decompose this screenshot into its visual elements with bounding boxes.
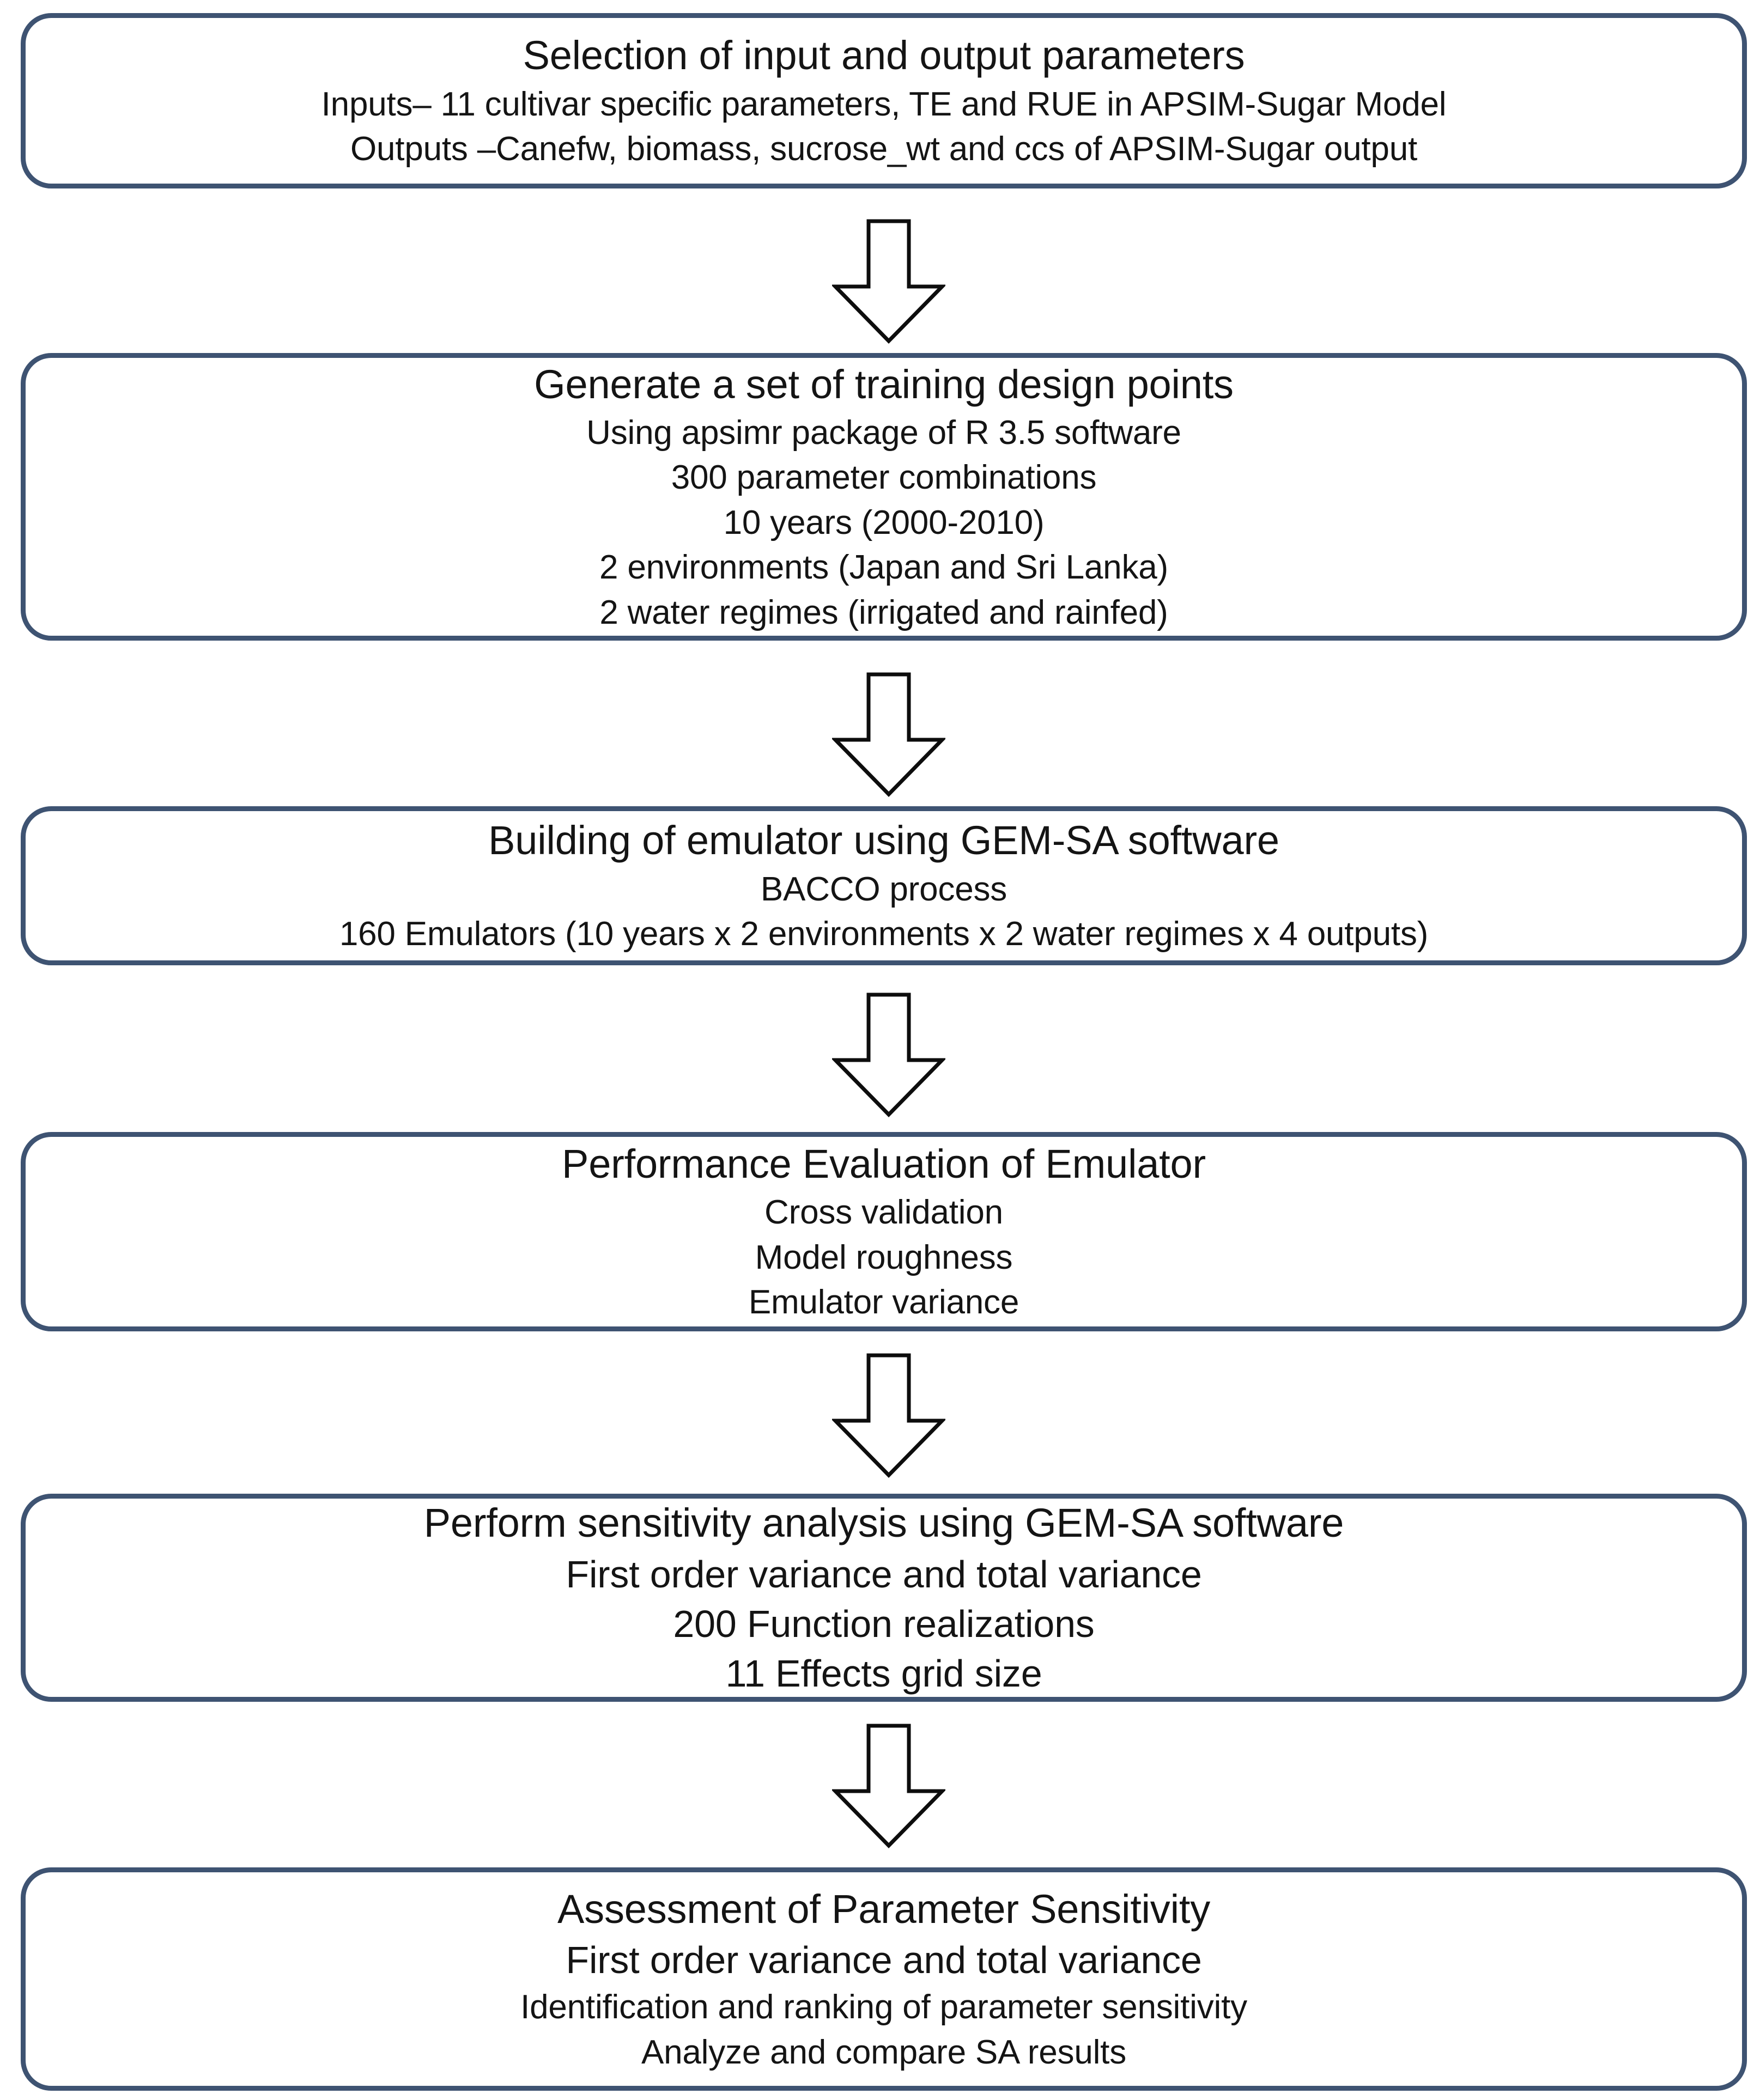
node-4-line-2: Model roughness [755, 1238, 1013, 1276]
node-2-line-2: 300 parameter combinations [671, 459, 1097, 497]
node-2-line-5: 2 water regimes (irrigated and rainfed) [599, 593, 1168, 631]
node-assessment-of-parameter-sensitivity[interactable]: Assessment of Parameter Sensitivity Firs… [21, 1867, 1747, 2091]
arrow-step5-to-step6 [832, 1722, 945, 1849]
node-performance-evaluation-of-emulator[interactable]: Performance Evaluation of Emulator Cross… [21, 1132, 1747, 1331]
node-4-line-3: Emulator variance [748, 1283, 1019, 1322]
node-6-line-2: Analyze and compare SA results [641, 2033, 1127, 2071]
node-1-line-2: Outputs –Canefw, biomass, sucrose_wt and… [350, 130, 1418, 168]
node-6-title: Assessment of Parameter Sensitivity [557, 1886, 1210, 1932]
node-5-line-1: First order variance and total variance [566, 1553, 1202, 1596]
node-3-line-1: BACCO process [760, 870, 1008, 908]
node-5-line-3: 11 Effects grid size [725, 1652, 1042, 1695]
arrow-step4-to-step5 [832, 1352, 945, 1478]
node-2-line-4: 2 environments (Japan and Sri Lanka) [599, 549, 1168, 587]
node-3-title: Building of emulator using GEM-SA softwa… [488, 818, 1279, 863]
node-perform-sensitivity-analysis[interactable]: Perform sensitivity analysis using GEM-S… [21, 1494, 1747, 1702]
node-selection-of-parameters[interactable]: Selection of input and output parameters… [21, 13, 1747, 188]
arrow-step3-to-step4 [832, 991, 945, 1118]
node-2-line-3: 10 years (2000-2010) [723, 503, 1045, 541]
arrow-step1-to-step2 [832, 218, 945, 344]
node-5-title: Perform sensitivity analysis using GEM-S… [423, 1500, 1344, 1546]
node-generate-training-design-points[interactable]: Generate a set of training design points… [21, 353, 1747, 641]
node-3-line-2: 160 Emulators (10 years x 2 environments… [339, 915, 1429, 953]
node-4-title: Performance Evaluation of Emulator [562, 1141, 1206, 1187]
arrow-step2-to-step3 [832, 671, 945, 798]
node-building-of-emulator[interactable]: Building of emulator using GEM-SA softwa… [21, 806, 1747, 965]
node-1-title: Selection of input and output parameters [523, 33, 1245, 78]
node-5-line-2: 200 Function realizations [673, 1602, 1095, 1645]
node-2-line-1: Using apsimr package of R 3.5 software [586, 413, 1181, 452]
node-1-line-1: Inputs– 11 cultivar specific parameters,… [321, 85, 1447, 123]
node-4-line-1: Cross validation [764, 1194, 1003, 1232]
node-6-subtitle: First order variance and total variance [566, 1939, 1202, 1982]
node-2-title: Generate a set of training design points [534, 361, 1234, 407]
node-6-line-1: Identification and ranking of parameter … [520, 1988, 1247, 2026]
